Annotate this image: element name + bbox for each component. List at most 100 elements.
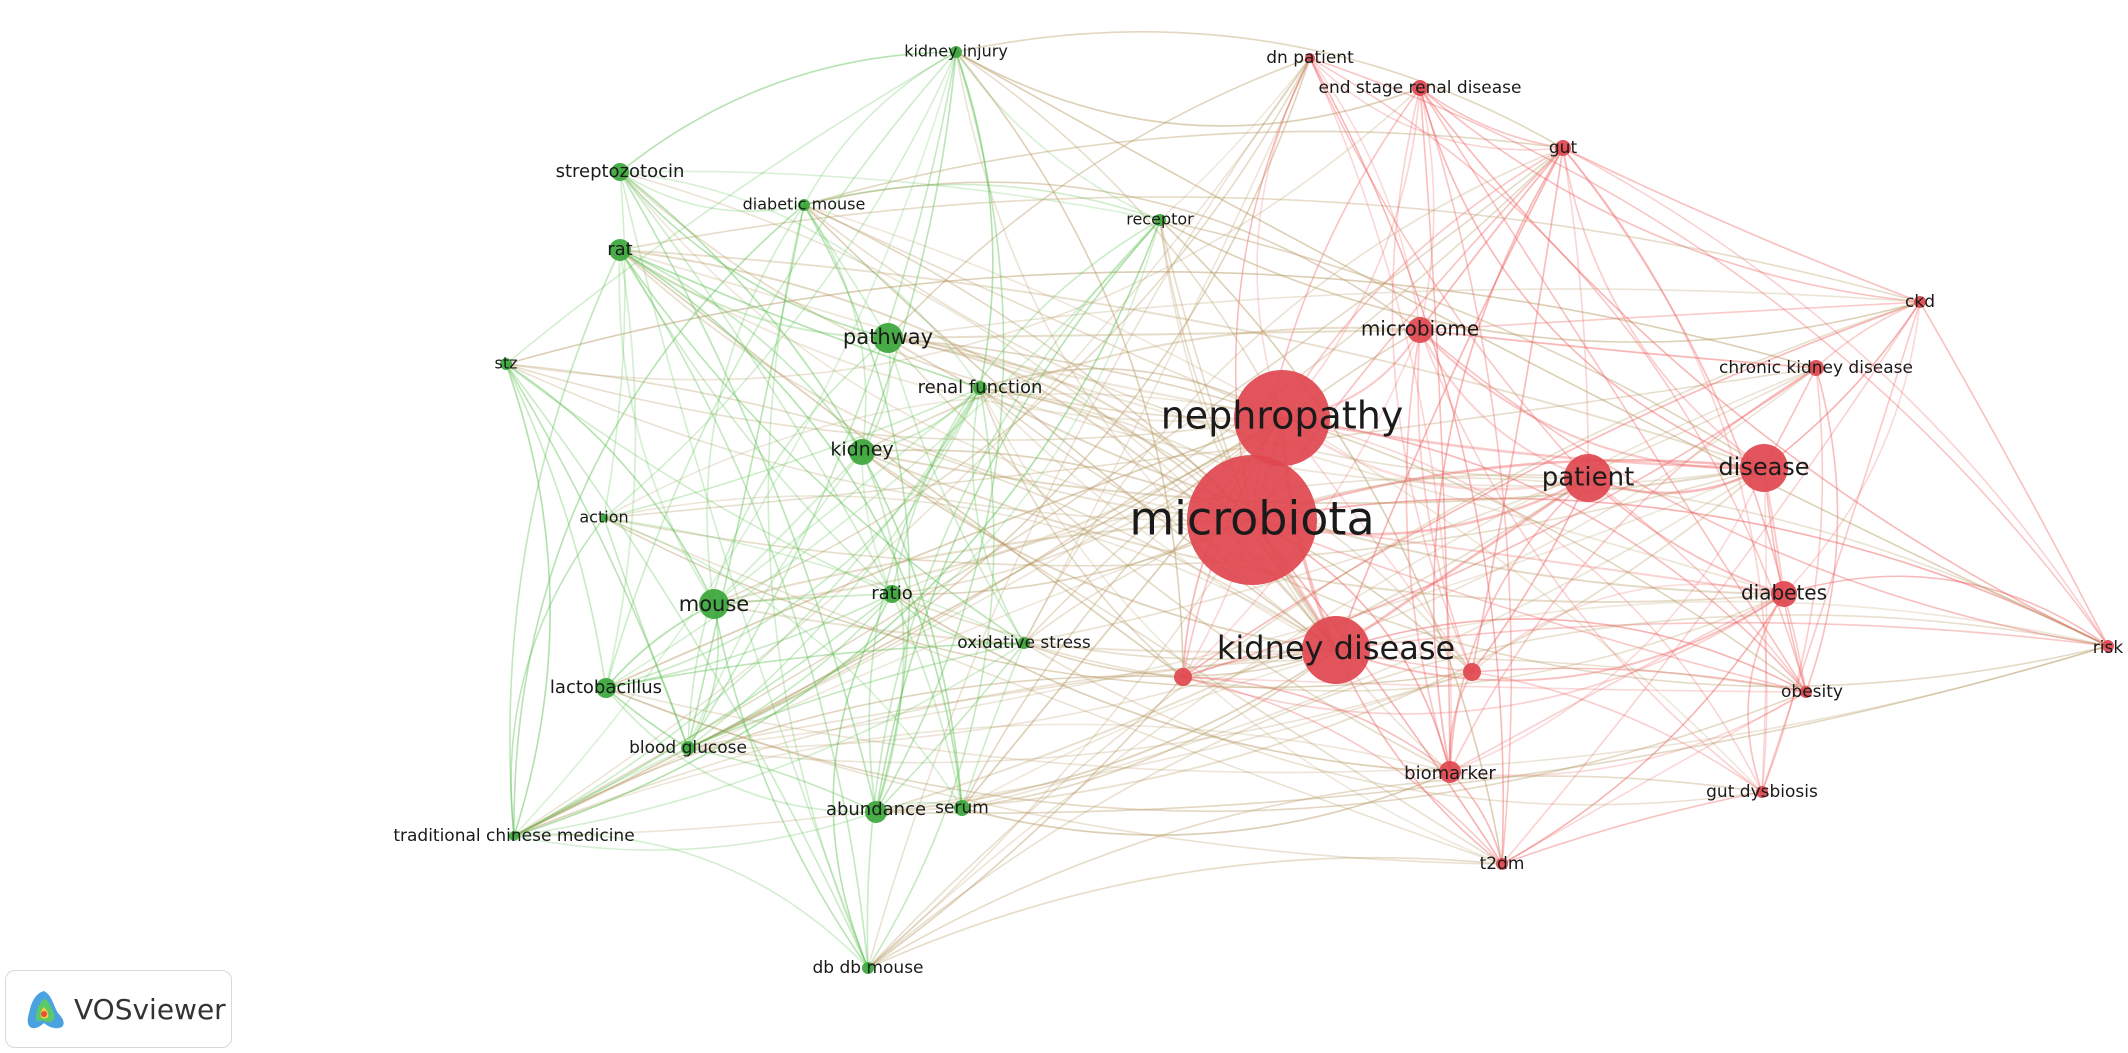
- edge-microbiota-risk: [1251, 497, 2109, 647]
- node-disease[interactable]: [1740, 444, 1788, 492]
- label-microbiota[interactable]: microbiota: [1129, 492, 1374, 546]
- node-risk[interactable]: [2102, 640, 2114, 652]
- node-unlabeled-2[interactable]: [1463, 663, 1481, 681]
- label-kidney-disease[interactable]: kidney disease: [1217, 629, 1455, 667]
- edge-nephropathy-mouse: [713, 417, 1283, 606]
- node-serum[interactable]: [954, 800, 970, 816]
- label-gut[interactable]: gut: [1549, 138, 1578, 158]
- node-abundance[interactable]: [865, 801, 887, 823]
- label-abundance[interactable]: abundance: [826, 799, 926, 820]
- edge-renal-function-lactobacillus: [605, 387, 981, 689]
- node-nephropathy[interactable]: [1234, 370, 1330, 466]
- node-unlabeled-1[interactable]: [1174, 668, 1192, 686]
- label-stz[interactable]: stz: [494, 354, 517, 373]
- label-db-db-mouse[interactable]: db db mouse: [812, 958, 923, 978]
- edge-end-stage-renal-disease-unlabeled-2: [1391, 87, 1473, 673]
- edge-unlabeled-1-traditional-chinese-medicine: [513, 675, 1184, 837]
- node-streptozotocin[interactable]: [611, 163, 629, 181]
- edge-risk-abundance: [875, 645, 2109, 815]
- edge-kidney-disease-abundance: [875, 649, 1337, 813]
- node-patient[interactable]: [1564, 454, 1612, 502]
- node-t2dm[interactable]: [1496, 858, 1508, 870]
- vosviewer-badge[interactable]: VOSviewer: [5, 970, 232, 1048]
- node-gut-dysbiosis[interactable]: [1756, 786, 1768, 798]
- node-kidney-disease[interactable]: [1302, 616, 1370, 684]
- label-renal-function[interactable]: renal function: [918, 377, 1043, 398]
- node-ratio[interactable]: [883, 585, 901, 603]
- label-biomarker[interactable]: biomarker: [1404, 763, 1496, 784]
- label-t2dm[interactable]: t2dm: [1480, 854, 1525, 874]
- edge-t2dm-action: [603, 517, 1503, 865]
- node-end-stage-renal-disease[interactable]: [1412, 80, 1428, 96]
- edge-streptozotocin-db-db-mouse: [619, 171, 869, 969]
- edge-t2dm-dn-patient: [1309, 57, 1504, 865]
- label-nephropathy[interactable]: nephropathy: [1161, 394, 1404, 438]
- node-diabetic-mouse[interactable]: [798, 199, 810, 211]
- label-patient[interactable]: patient: [1542, 463, 1635, 493]
- node-microbiota[interactable]: [1187, 455, 1317, 585]
- label-gut-dysbiosis[interactable]: gut dysbiosis: [1706, 782, 1818, 802]
- label-chronic-kidney-disease[interactable]: chronic kidney disease: [1719, 358, 1913, 378]
- node-gut[interactable]: [1555, 140, 1571, 156]
- label-oxidative-stress[interactable]: oxidative stress: [957, 633, 1091, 653]
- edge-ckd-receptor: [1159, 219, 1921, 343]
- node-lactobacillus[interactable]: [596, 678, 616, 698]
- label-pathway[interactable]: pathway: [843, 325, 933, 349]
- label-serum[interactable]: serum: [935, 798, 989, 818]
- edge-t2dm-db-db-mouse: [867, 856, 1503, 969]
- label-ratio[interactable]: ratio: [871, 583, 913, 604]
- node-traditional-chinese-medicine[interactable]: [509, 831, 519, 841]
- label-traditional-chinese-medicine[interactable]: traditional chinese medicine: [393, 826, 634, 846]
- node-kidney-injury[interactable]: [950, 46, 962, 58]
- label-receptor[interactable]: receptor: [1126, 210, 1194, 229]
- edge-mouse-lactobacillus: [605, 603, 715, 689]
- edge-nephropathy-action: [603, 392, 1283, 519]
- node-rat[interactable]: [609, 239, 631, 261]
- node-receptor[interactable]: [1154, 214, 1166, 226]
- node-chronic-kidney-disease[interactable]: [1808, 360, 1824, 376]
- edge-kidney-disease-ratio: [891, 593, 1337, 660]
- node-renal-function[interactable]: [973, 381, 987, 395]
- node-db-db-mouse[interactable]: [862, 962, 874, 974]
- node-kidney[interactable]: [849, 439, 875, 465]
- label-kidney-injury[interactable]: kidney injury: [904, 42, 1008, 61]
- edge-microbiome-gut-dysbiosis: [1419, 329, 1763, 793]
- node-dn-patient[interactable]: [1305, 53, 1315, 63]
- node-blood-glucose[interactable]: [681, 741, 695, 755]
- node-ckd[interactable]: [1914, 296, 1926, 308]
- label-kidney[interactable]: kidney: [830, 439, 893, 461]
- label-diabetes[interactable]: diabetes: [1741, 581, 1827, 605]
- label-action[interactable]: action: [579, 508, 628, 527]
- edge-ratio-lactobacillus: [605, 593, 893, 689]
- label-blood-glucose[interactable]: blood glucose: [629, 738, 747, 758]
- node-mouse[interactable]: [699, 589, 729, 619]
- label-mouse[interactable]: mouse: [679, 592, 749, 616]
- label-dn-patient[interactable]: dn patient: [1266, 48, 1354, 68]
- label-lactobacillus[interactable]: lactobacillus: [550, 677, 662, 698]
- edge-gut-risk: [1562, 147, 2109, 647]
- node-stz[interactable]: [500, 358, 512, 370]
- label-diabetic-mouse[interactable]: diabetic mouse: [743, 195, 866, 214]
- node-microbiome[interactable]: [1407, 317, 1433, 343]
- label-microbiome[interactable]: microbiome: [1361, 317, 1479, 341]
- node-diabetes[interactable]: [1771, 581, 1797, 607]
- label-ckd[interactable]: ckd: [1905, 292, 1935, 312]
- node-biomarker[interactable]: [1439, 761, 1461, 783]
- edge-biomarker-traditional-chinese-medicine: [513, 723, 1451, 837]
- node-oxidative-stress[interactable]: [1018, 637, 1030, 649]
- edge-diabetic-mouse-receptor: [803, 183, 1161, 221]
- label-risk[interactable]: risk: [2093, 638, 2124, 658]
- edge-nephropathy-dn-patient: [1256, 57, 1311, 419]
- label-obesity[interactable]: obesity: [1781, 682, 1843, 702]
- node-obesity[interactable]: [1800, 686, 1812, 698]
- edge-microbiota-diabetes: [1251, 519, 1785, 595]
- label-end-stage-renal-disease[interactable]: end stage renal disease: [1319, 78, 1522, 98]
- edge-disease-microbiome: [1419, 329, 1765, 470]
- node-pathway[interactable]: [873, 323, 903, 353]
- label-streptozotocin[interactable]: streptozotocin: [556, 161, 685, 182]
- node-action[interactable]: [600, 514, 608, 522]
- label-disease[interactable]: disease: [1718, 453, 1809, 481]
- label-rat[interactable]: rat: [607, 239, 633, 260]
- edge-nephropathy-disease: [1281, 416, 1765, 470]
- edge-dn-patient-mouse: [713, 57, 1311, 605]
